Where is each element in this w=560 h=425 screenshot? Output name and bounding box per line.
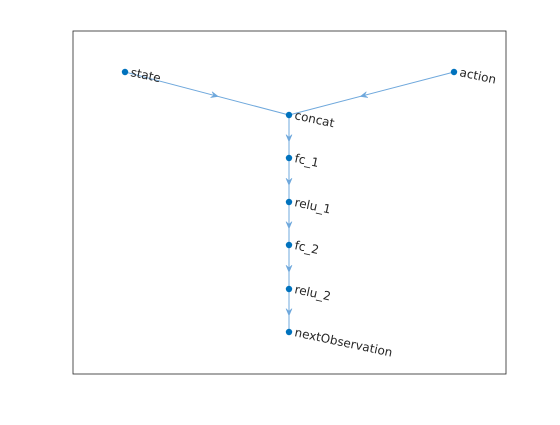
edges-layer bbox=[124, 71, 455, 332]
edge-action-to-concat bbox=[288, 71, 455, 116]
node-label-state: state bbox=[129, 65, 162, 85]
edge-arrowhead-relu_2-to-nextObservation bbox=[285, 308, 293, 317]
edge-arrowhead-concat-to-fc_1 bbox=[285, 134, 293, 143]
node-concat[interactable] bbox=[285, 111, 293, 119]
node-fc_2[interactable] bbox=[285, 241, 293, 249]
nodes-layer bbox=[121, 68, 458, 336]
node-state[interactable] bbox=[121, 68, 129, 76]
edge-arrowhead-action-to-concat bbox=[359, 91, 369, 98]
edge-arrowhead-relu_1-to-fc_2 bbox=[285, 221, 293, 230]
node-label-fc_2: fc_2 bbox=[293, 238, 320, 257]
node-label-fc_1: fc_1 bbox=[293, 151, 320, 170]
node-relu_2[interactable] bbox=[285, 285, 293, 293]
edge-state-to-concat bbox=[124, 71, 290, 116]
edge-arrowhead-state-to-concat bbox=[210, 91, 219, 98]
node-action[interactable] bbox=[450, 68, 458, 76]
node-nextObservation[interactable] bbox=[285, 328, 293, 336]
node-fc_1[interactable] bbox=[285, 154, 293, 162]
edge-arrowhead-fc_1-to-relu_1 bbox=[285, 177, 293, 186]
edge-arrowhead-fc_2-to-relu_2 bbox=[285, 264, 293, 273]
node-relu_1[interactable] bbox=[285, 198, 293, 206]
